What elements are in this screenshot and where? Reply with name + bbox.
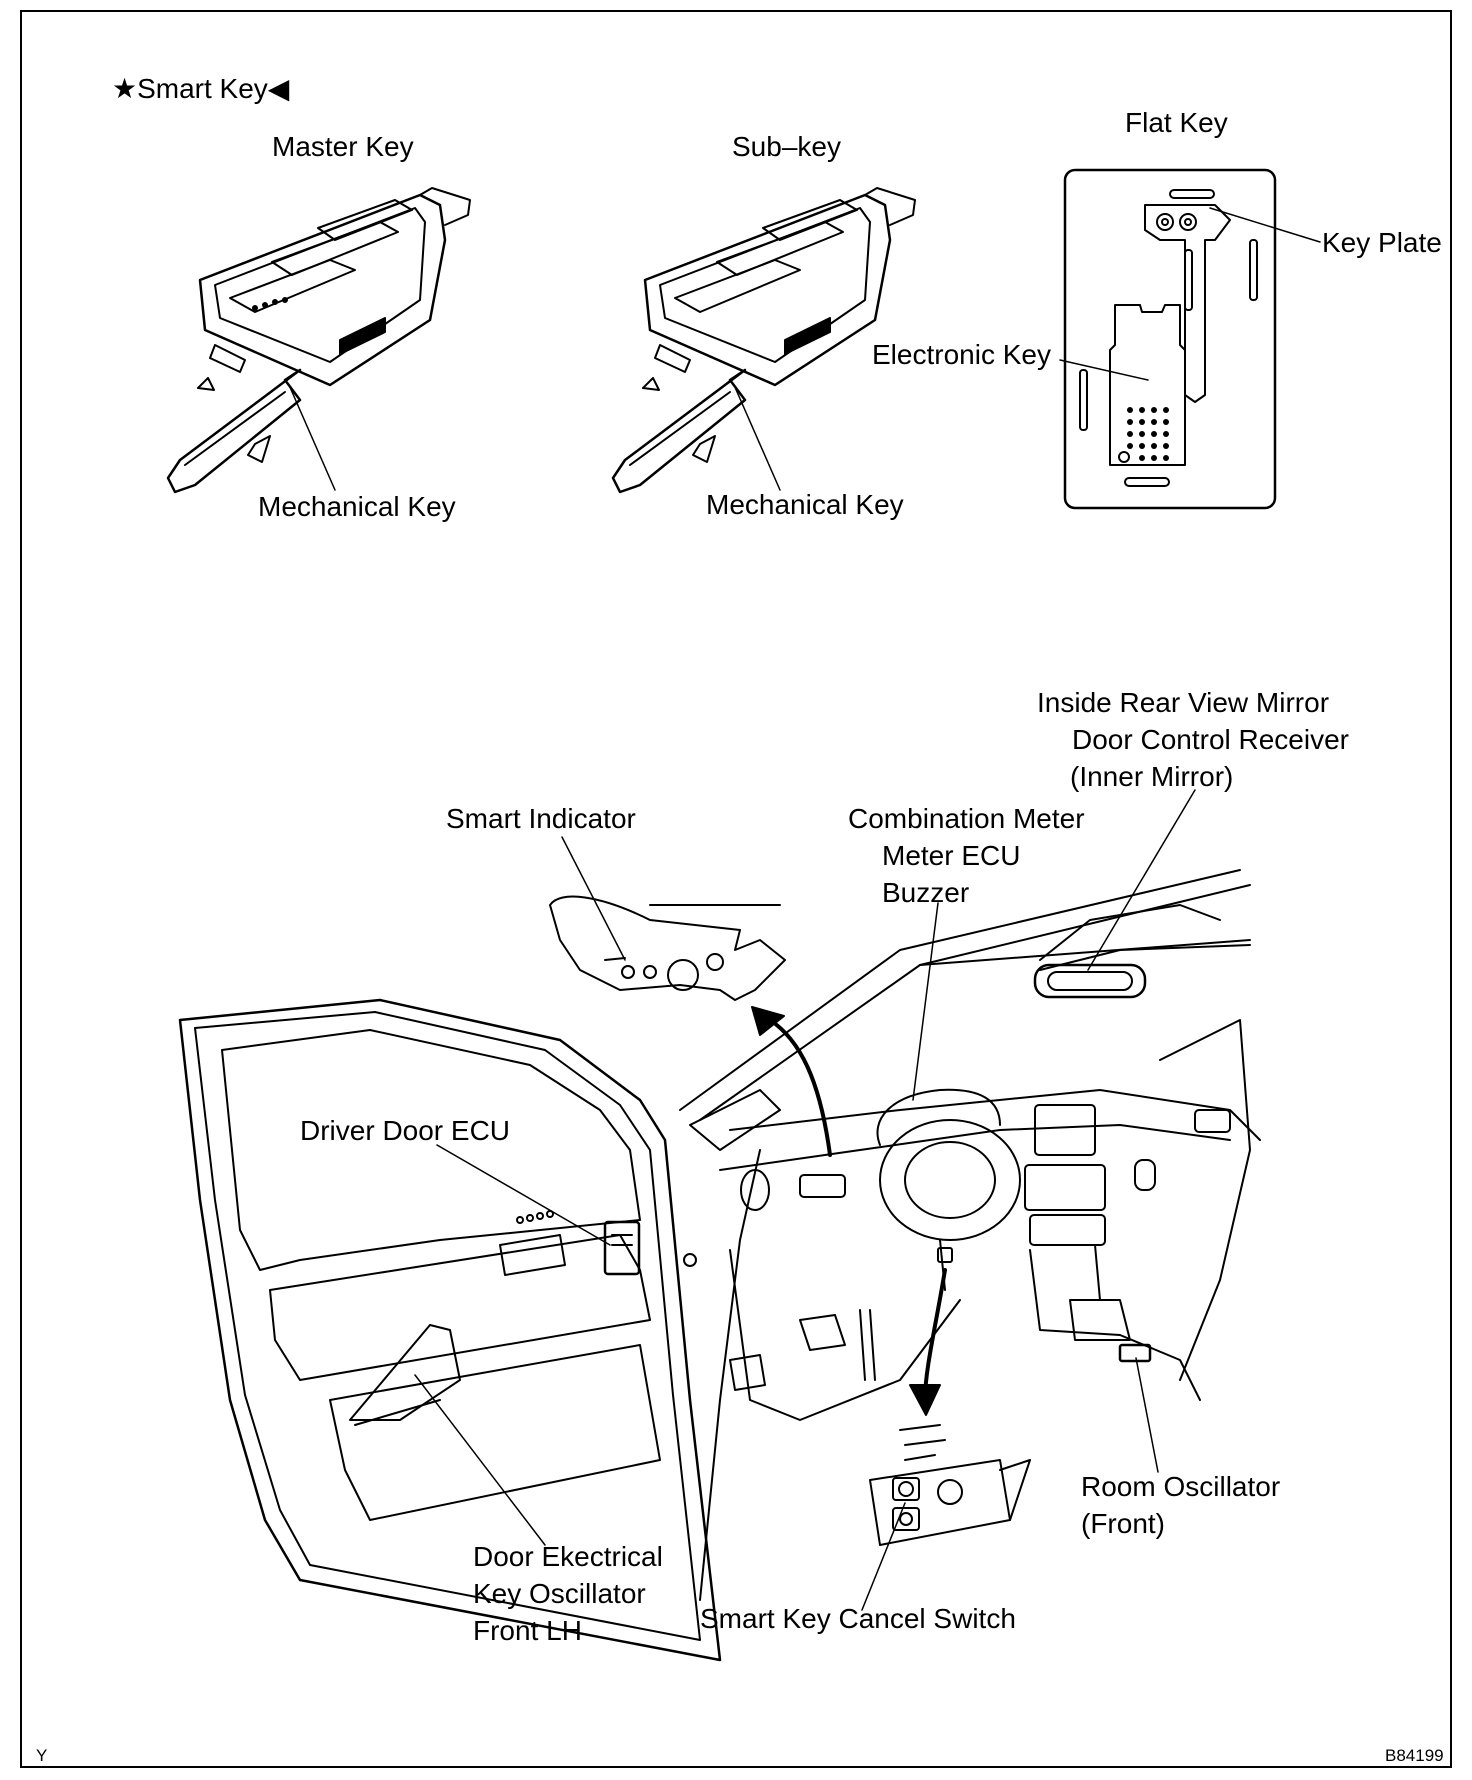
mirror-label-line1: Inside Rear View Mirror <box>1037 687 1330 718</box>
smart-key-cancel-switch-label: Smart Key Cancel Switch <box>700 1603 1016 1634</box>
door-oscillator-label-line2: Key Oscillator <box>473 1578 646 1609</box>
room-oscillator-label-line2: (Front) <box>1081 1508 1165 1539</box>
key-plate-label: Key Plate <box>1322 227 1442 258</box>
mirror-label-line3: (Inner Mirror) <box>1070 761 1234 792</box>
door-oscillator-label-line3: Front LH <box>473 1615 582 1646</box>
driver-door-ecu-label: Driver Door ECU <box>300 1115 511 1146</box>
master-key-illustration <box>166 187 471 494</box>
smart-key-cancel-switch-inset <box>869 1424 1031 1546</box>
figure-frame <box>20 10 1452 1768</box>
master-key-label: Master Key <box>272 131 414 162</box>
mechanical-key-master-label: Mechanical Key <box>258 491 456 522</box>
sub-key-illustration <box>611 187 916 494</box>
electronic-key-label: Electronic Key <box>872 339 1051 370</box>
footer-left-mark: Y <box>36 1746 48 1765</box>
inside-rear-view-mirror-illustration <box>1033 904 1251 999</box>
smart-indicator-inset <box>549 895 786 1001</box>
buzzer-label: Buzzer <box>882 877 970 908</box>
mechanical-key-sub-label: Mechanical Key <box>706 489 904 520</box>
meter-ecu-label: Meter ECU <box>882 840 1021 871</box>
leader-lines <box>288 207 1321 1611</box>
flat-key-card <box>1063 168 1277 510</box>
combination-meter-label: Combination Meter <box>848 803 1085 834</box>
smart-indicator-label: Smart Indicator <box>446 803 636 834</box>
sub-key-label: Sub–key <box>732 131 841 162</box>
door-oscillator-label-line1: Door Ekectrical <box>473 1541 663 1572</box>
figure-code: B84199 <box>1385 1746 1444 1765</box>
mirror-label-line2: Door Control Receiver <box>1072 724 1349 755</box>
flat-key-label: Flat Key <box>1125 107 1228 138</box>
room-oscillator-label-line1: Room Oscillator <box>1081 1471 1281 1502</box>
smart-key-heading: ★Smart Key◀ <box>112 73 290 104</box>
